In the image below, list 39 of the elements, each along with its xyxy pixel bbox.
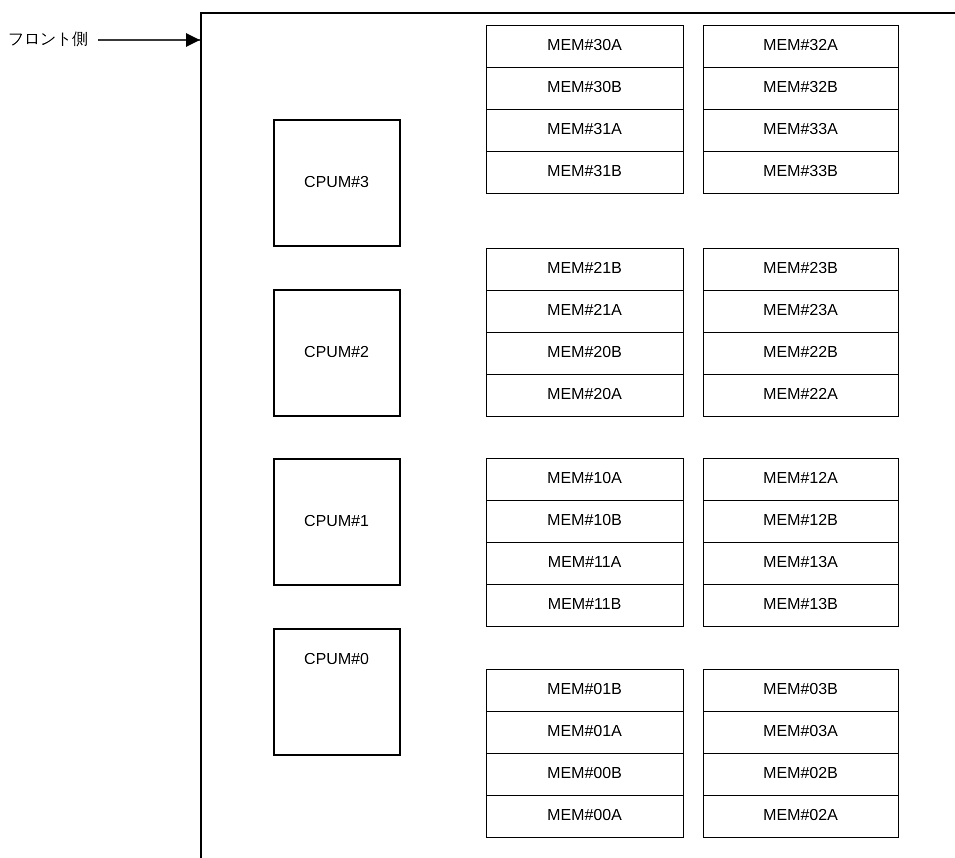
memory-slot: MEM#02A (702, 794, 898, 838)
memory-slot: MEM#11B (486, 584, 684, 626)
memory-slot: MEM#31A (486, 108, 684, 152)
memory-slot: MEM#13A (702, 542, 898, 584)
memory-slot: MEM#32A (702, 24, 898, 68)
board-outline (200, 12, 955, 858)
memory-slot: MEM#31B (486, 150, 684, 194)
memory-slot: MEM#01A (486, 710, 684, 754)
memory-slot: MEM#01B (486, 668, 684, 712)
memory-slot: MEM#30B (486, 66, 684, 110)
memory-slot: MEM#00B (486, 752, 684, 796)
memory-slot: MEM#02B (702, 752, 898, 796)
memory-slot: MEM#12B (702, 500, 898, 542)
memory-slot: MEM#22A (702, 374, 898, 416)
memory-slot: MEM#21A (486, 290, 684, 332)
memory-slot: MEM#20B (486, 332, 684, 374)
memory-slot: MEM#03B (702, 668, 898, 712)
memory-slot: MEM#10B (486, 500, 684, 542)
memory-slot: MEM#22B (702, 332, 898, 374)
memory-slot: MEM#03A (702, 710, 898, 754)
memory-slot: MEM#23B (702, 248, 898, 290)
memory-slot: MEM#11A (486, 542, 684, 584)
memory-slot: MEM#33B (702, 150, 898, 194)
cpu-module-box: CPUM#1 (272, 458, 400, 586)
memory-slot: MEM#32B (702, 66, 898, 110)
memory-slot: MEM#00A (486, 794, 684, 838)
memory-slot: MEM#10A (486, 458, 684, 500)
memory-slot: MEM#12A (702, 458, 898, 500)
memory-slot: MEM#21B (486, 248, 684, 290)
cpu-module-box: CPUM#2 (272, 288, 400, 416)
memory-slot: MEM#23A (702, 290, 898, 332)
arrow (98, 33, 200, 47)
side-label: フロント側 (8, 30, 88, 50)
memory-slot: MEM#13B (702, 584, 898, 626)
memory-slot: MEM#20A (486, 374, 684, 416)
memory-slot: MEM#33A (702, 108, 898, 152)
cpu-module-box: CPUM#3 (272, 118, 400, 246)
cpu-module-box: CPUM#0 (272, 628, 400, 756)
memory-slot: MEM#30A (486, 24, 684, 68)
